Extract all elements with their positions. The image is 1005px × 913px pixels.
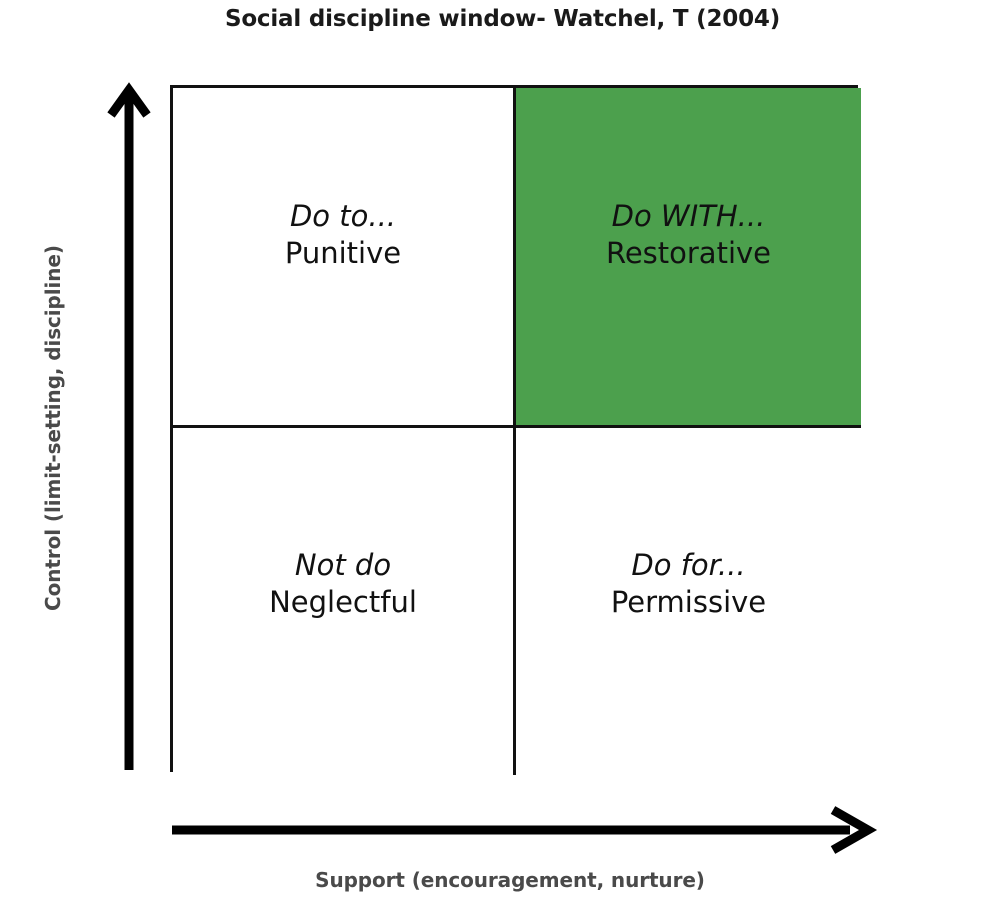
quadrant-neglectful[interactable]: Not do Neglectful (173, 428, 516, 775)
quadrant-restorative[interactable]: Do WITH... Restorative (516, 88, 861, 428)
quadrant-permissive[interactable]: Do for... Permissive (516, 428, 861, 775)
quadrant-punitive[interactable]: Do to... Punitive (173, 88, 516, 428)
page-title: Social discipline window- Watchel, T (20… (224, 6, 781, 32)
quadrant-name-label: Permissive (610, 584, 767, 619)
y-axis-label: Control (limit-setting, discipline) (40, 245, 65, 611)
quadrant-name-label: Neglectful (269, 584, 417, 619)
y-axis-label-container: Control (limit-setting, discipline) (0, 0, 105, 913)
social-discipline-window-matrix: Do to... Punitive Do WITH... Restorative… (170, 85, 861, 775)
quadrant-name-label: Restorative (605, 235, 772, 270)
y-axis-arrow (107, 82, 151, 770)
quadrant-mode-label: Do to... (289, 198, 397, 233)
quadrant-mode-label: Do for... (631, 547, 746, 582)
x-axis-arrow (172, 806, 878, 854)
quadrant-name-label: Punitive (284, 235, 402, 270)
quadrant-mode-label: Not do (294, 547, 392, 582)
x-axis-label: Support (encouragement, nurture) (315, 868, 705, 892)
quadrant-mode-label: Do WITH... (611, 198, 766, 233)
